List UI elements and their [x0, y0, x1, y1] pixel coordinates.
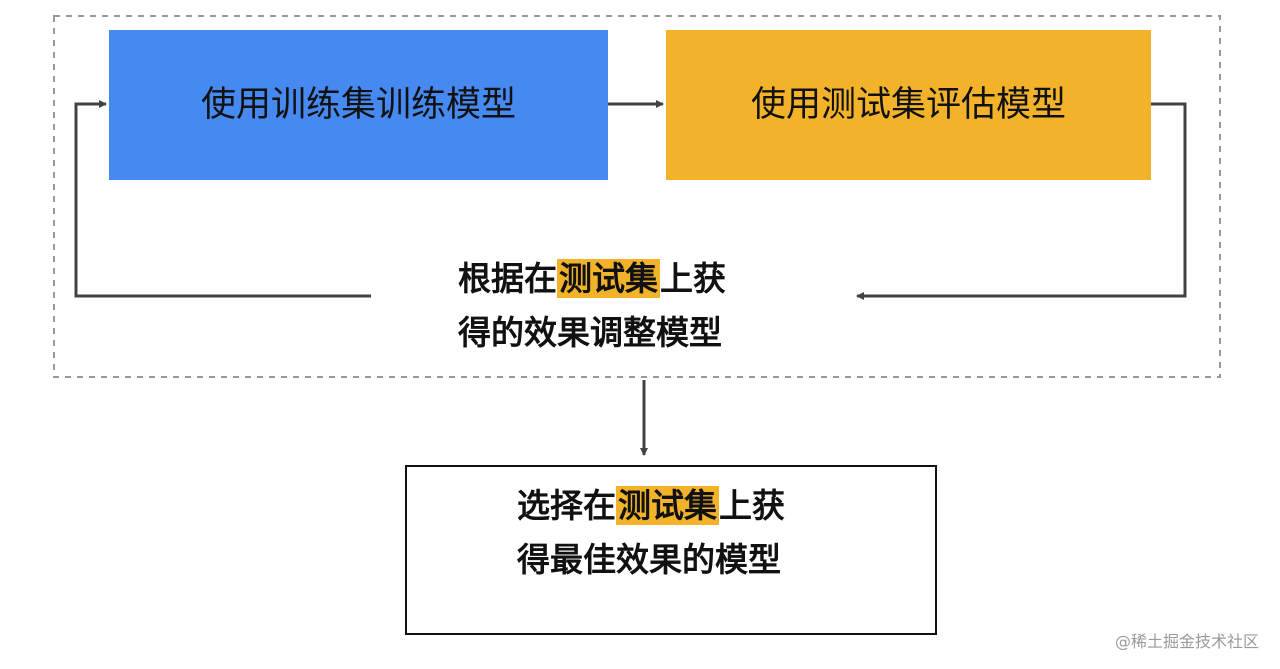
final-line-1-suffix: 上获	[719, 486, 785, 525]
adjust-line-1-prefix: 根据在	[458, 259, 557, 298]
adjust-test-set-highlight: 测试集	[557, 259, 660, 298]
watermark-text: 稀土掘金技术社区	[1130, 632, 1259, 651]
adjust-text-line-1: 根据在测试集上获	[458, 252, 798, 306]
adjust-to-train-arrow	[74, 100, 371, 298]
final-model-box: 选择在测试集上获 得最佳效果的模型	[405, 465, 937, 635]
final-test-set-highlight: 测试集	[616, 486, 719, 525]
final-line-1-prefix: 选择在	[517, 486, 616, 525]
watermark: @稀土掘金技术社区	[1115, 628, 1259, 652]
evaluate-model-box: 使用测试集评估模型	[666, 30, 1151, 180]
train-model-label: 使用训练集训练模型	[200, 84, 516, 125]
dashed-loop-frame	[53, 15, 1221, 378]
evaluate-model-label: 使用测试集评估模型	[750, 84, 1066, 125]
final-text-line-1: 选择在测试集上获	[517, 479, 857, 533]
adjust-line-1-suffix: 上获	[660, 259, 726, 298]
at-symbol-icon: @	[1114, 632, 1131, 651]
final-text-line-2: 得最佳效果的模型	[517, 540, 781, 579]
final-model-text: 选择在测试集上获 得最佳效果的模型	[517, 479, 857, 587]
evaluate-to-adjust-arrow	[856, 102, 1187, 300]
adjust-text-line-2: 得的效果调整模型	[458, 313, 722, 352]
adjust-model-text: 根据在测试集上获 得的效果调整模型	[458, 252, 798, 360]
train-model-box: 使用训练集训练模型	[109, 30, 608, 180]
